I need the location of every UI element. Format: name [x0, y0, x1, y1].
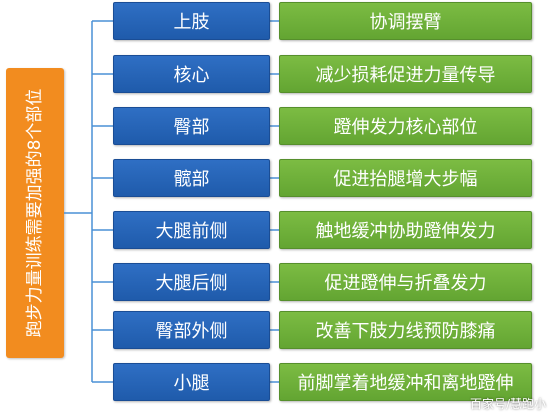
- row-upper-limb: 上肢 协调摆臂: [0, 2, 550, 45]
- part-node: 臀部: [113, 107, 270, 145]
- row-outer-glutes: 臀部外侧 改善下肢力线预防膝痛: [0, 311, 550, 354]
- part-node: 臀部外侧: [113, 311, 270, 349]
- part-node: 髋部: [113, 159, 270, 197]
- row-hip: 髋部 促进抬腿增大步幅: [0, 159, 550, 202]
- row-front-thigh: 大腿前侧 触地缓冲协助蹬伸发力: [0, 211, 550, 254]
- row-calf: 小腿 前脚掌着地缓冲和离地蹬伸: [0, 363, 550, 406]
- part-node: 大腿前侧: [113, 211, 270, 249]
- function-node: 协调摆臂: [279, 2, 532, 40]
- row-glutes: 臀部 蹬伸发力核心部位: [0, 107, 550, 150]
- row-core: 核心 减少损耗促进力量传导: [0, 55, 550, 98]
- row-back-thigh: 大腿后侧 促进蹬伸与折叠发力: [0, 263, 550, 306]
- watermark-text: 百家号/慧跑小: [469, 397, 546, 411]
- part-node: 上肢: [113, 2, 270, 40]
- function-node: 减少损耗促进力量传导: [279, 55, 532, 93]
- function-node: 促进抬腿增大步幅: [279, 159, 532, 197]
- function-node: 改善下肢力线预防膝痛: [279, 311, 532, 349]
- part-node: 大腿后侧: [113, 263, 270, 301]
- function-node: 促进蹬伸与折叠发力: [279, 263, 532, 301]
- root-node: 跑步力量训练需要加强的8个部位: [6, 68, 64, 358]
- part-node: 小腿: [113, 363, 270, 401]
- function-node: 前脚掌着地缓冲和离地蹬伸: [279, 363, 532, 401]
- function-node: 蹬伸发力核心部位: [279, 107, 532, 145]
- function-node: 触地缓冲协助蹬伸发力: [279, 211, 532, 249]
- part-node: 核心: [113, 55, 270, 93]
